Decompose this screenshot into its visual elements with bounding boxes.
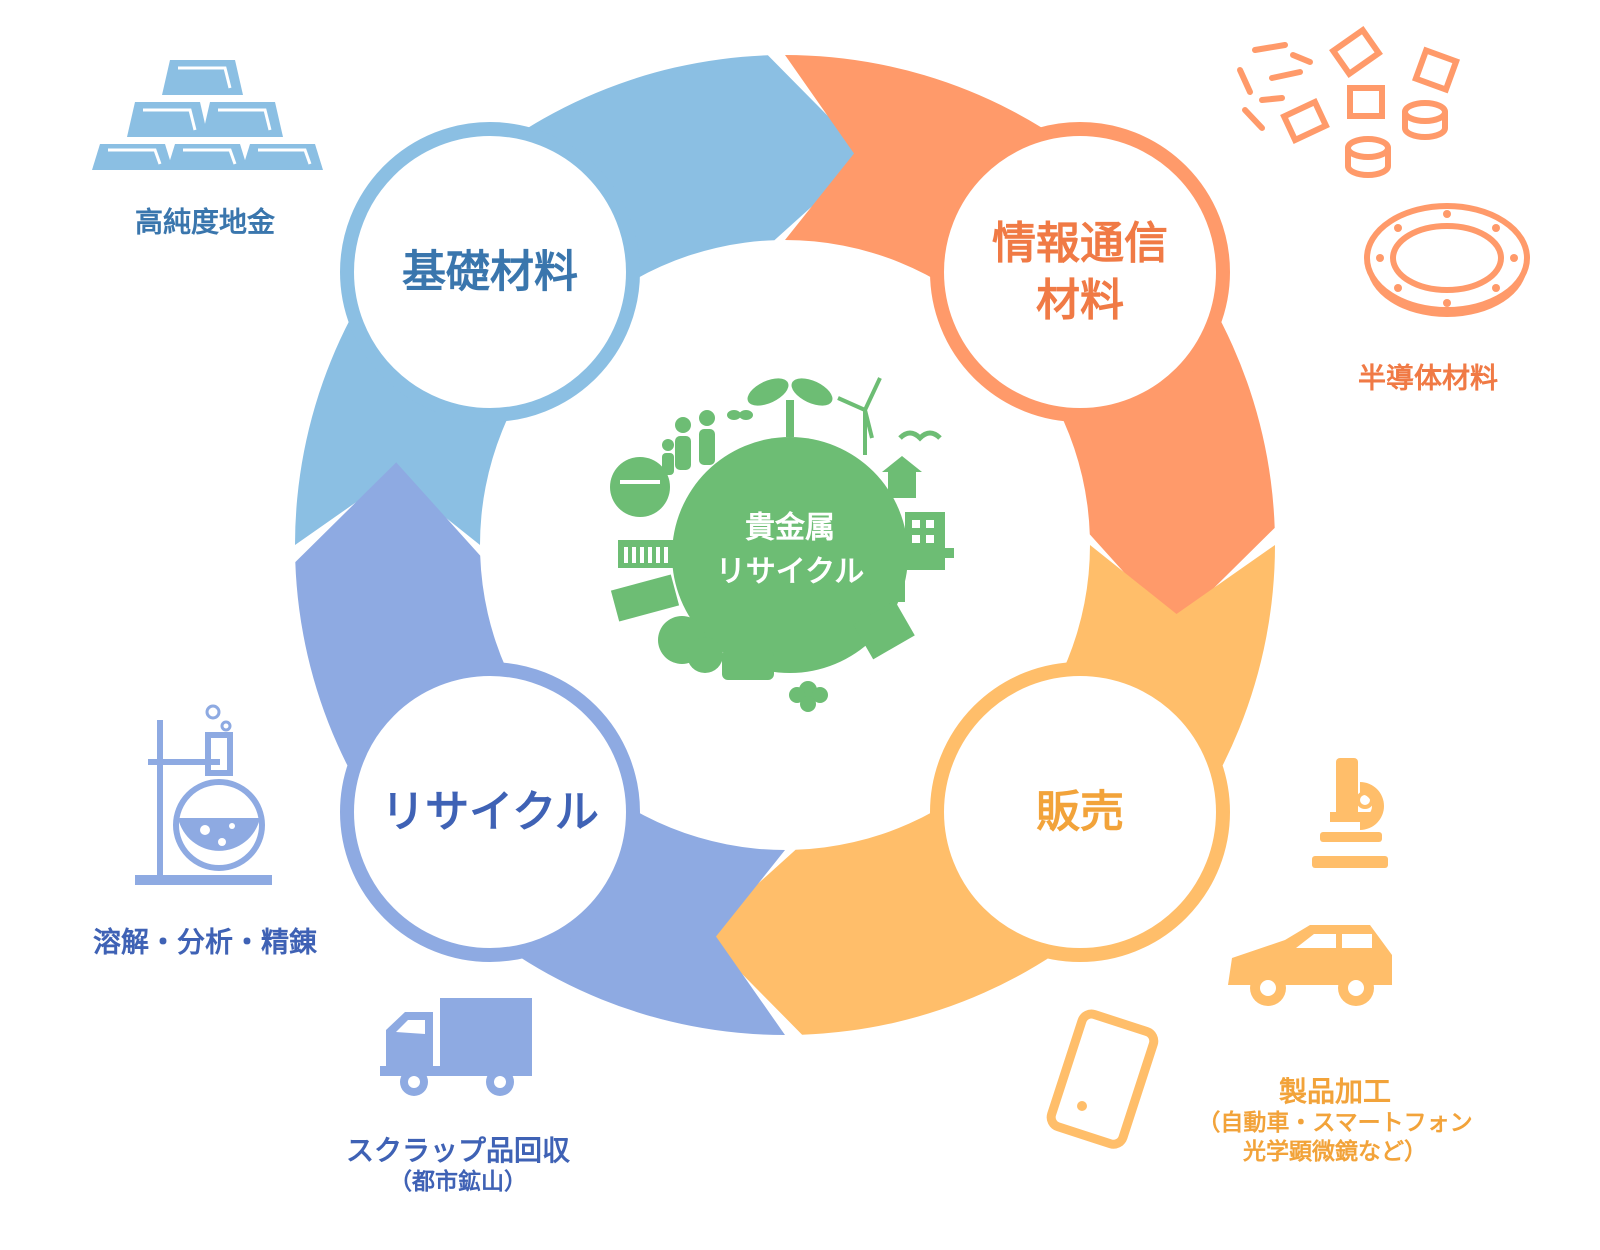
label-lab-text: 溶解・分析・精錬 — [92, 925, 318, 959]
center-line1: 貴金属 — [745, 510, 835, 546]
flask-bubbles — [200, 823, 235, 846]
label-semi-text: 半導体材料 — [1357, 361, 1499, 395]
microscope-icon — [1312, 758, 1388, 868]
label-product-sub2: 光学顕微鏡など） — [1243, 1138, 1427, 1165]
label-scrap-text: スクラップ品回収 — [345, 1134, 571, 1168]
eco-earth-details — [624, 520, 934, 563]
label-gold: 高純度地金 — [135, 205, 275, 240]
label-product-sub1: （自動車・スマートフォン — [1197, 1109, 1473, 1136]
label-scrap: スクラップ品回収 （都市鉱山） — [346, 1133, 570, 1197]
label-product: 製品加工 （自動車・スマートフォン 光学顕微鏡など） — [1197, 1074, 1472, 1167]
node-joho-line1: 情報通信 — [992, 217, 1168, 269]
node-label-recycle: リサイクル — [381, 783, 599, 840]
label-scrap-sub: （都市鉱山） — [388, 1169, 527, 1196]
wafer-icon — [1364, 203, 1530, 317]
flask-liquid — [178, 818, 260, 851]
microscope-lens — [1356, 791, 1374, 809]
center-line2: リサイクル — [715, 554, 865, 589]
node-circle-kiso — [340, 122, 640, 422]
label-lab: 溶解・分析・精錬 — [93, 925, 317, 960]
car-details — [1260, 934, 1372, 996]
node-label-kiso: 基礎材料 — [402, 243, 578, 300]
smartphone-icon — [1046, 1009, 1159, 1149]
label-gold-text: 高純度地金 — [134, 205, 276, 239]
node-recycle-text: リサイクル — [381, 786, 599, 838]
node-circle-hanbai — [930, 662, 1230, 962]
flask-icon — [135, 704, 272, 885]
node-circle-joho — [930, 122, 1230, 422]
node-label-joho: 情報通信 材料 — [992, 215, 1168, 329]
gold-bars-icon — [92, 60, 323, 170]
label-product-text: 製品加工 — [1278, 1074, 1391, 1108]
truck-icon — [380, 998, 532, 1096]
label-semi: 半導体材料 — [1358, 361, 1498, 396]
node-hanbai-text: 販売 — [1036, 786, 1124, 838]
center-label: 貴金属 リサイクル — [716, 507, 865, 594]
gold-bars-highlights — [108, 66, 312, 165]
chips-icon — [1237, 26, 1461, 178]
truck-details — [396, 1020, 506, 1088]
node-circle-recycle — [340, 662, 640, 962]
node-joho-line2: 材料 — [1036, 275, 1124, 326]
node-kiso-text: 基礎材料 — [402, 246, 578, 298]
node-label-hanbai: 販売 — [1036, 783, 1124, 840]
